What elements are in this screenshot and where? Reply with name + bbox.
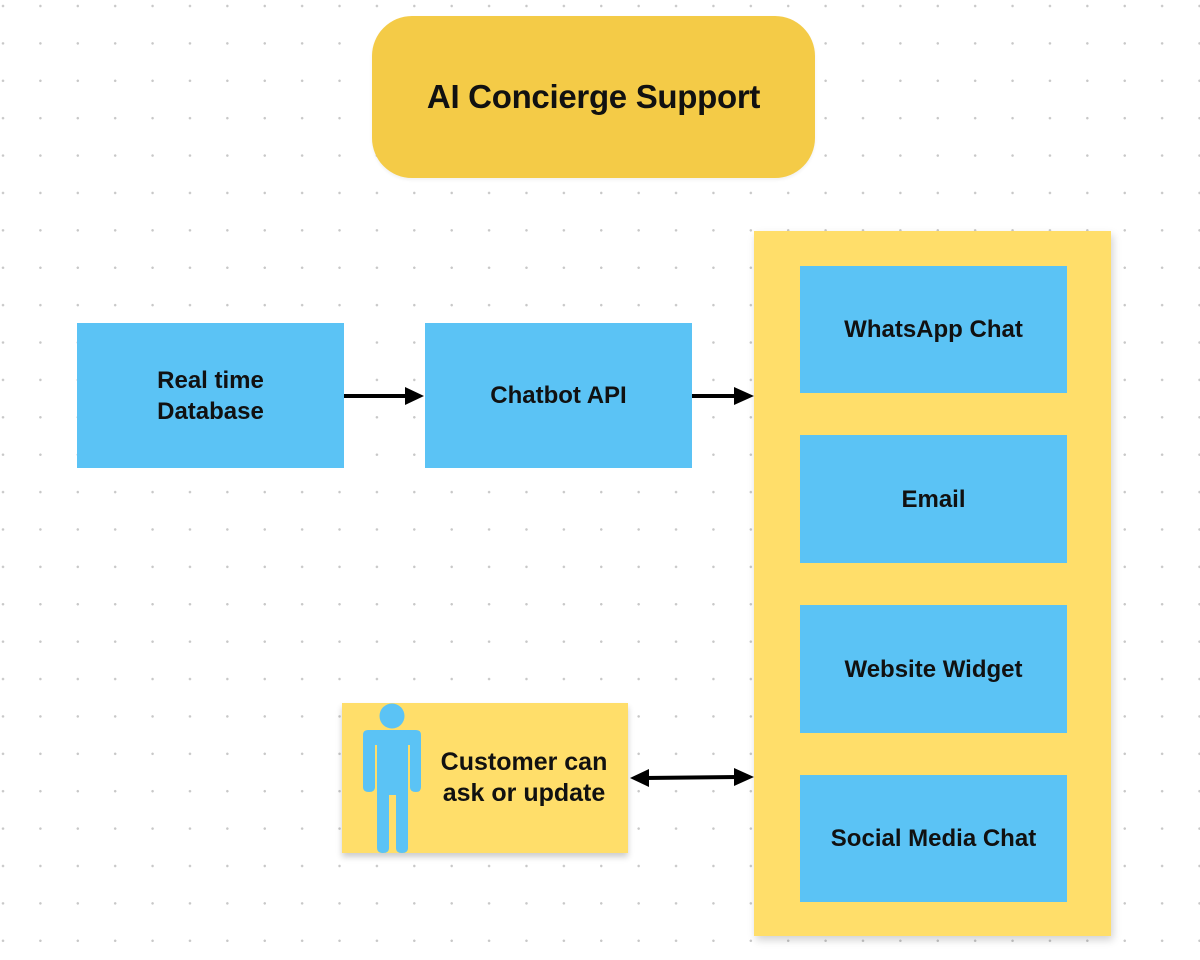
database-label: Real time Database — [157, 366, 264, 425]
channel-label: Email — [901, 485, 966, 513]
person-icon — [363, 703, 421, 853]
customer-label: Customer can ask or update — [440, 748, 608, 807]
chatbot-api-node[interactable]: Chatbot API — [425, 323, 692, 468]
channel-social-media[interactable]: Social Media Chat — [800, 775, 1067, 902]
channel-whatsapp[interactable]: WhatsApp Chat — [800, 266, 1067, 393]
double-arrow-customer-channels[interactable] — [630, 768, 754, 787]
arrow-database-to-chatbot[interactable] — [344, 387, 424, 405]
arrow-chatbot-to-channels[interactable] — [692, 387, 754, 405]
database-node[interactable]: Real time Database — [77, 323, 344, 468]
diagram-title: AI Concierge Support — [426, 78, 761, 115]
chatbot-api-label: Chatbot API — [490, 382, 627, 409]
title-box[interactable]: AI Concierge Support — [372, 16, 815, 178]
channel-website-widget[interactable]: Website Widget — [800, 605, 1067, 733]
channel-label: WhatsApp Chat — [844, 316, 1023, 343]
channel-label: Website Widget — [844, 655, 1023, 683]
channel-email[interactable]: Email — [800, 435, 1067, 563]
channel-label: Social Media Chat — [830, 825, 1037, 852]
